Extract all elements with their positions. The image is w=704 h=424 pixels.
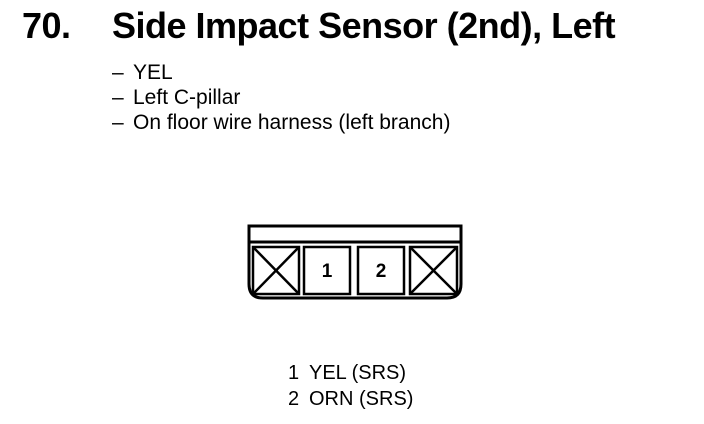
page-title: Side Impact Sensor (2nd), Left	[112, 5, 616, 46]
detail-color: –YEL	[112, 61, 173, 84]
detail-text: Left C-pillar	[133, 86, 241, 109]
pin-description: ORN (SRS)	[309, 388, 414, 410]
blocked-cavity	[251, 245, 301, 296]
connector-housing	[247, 224, 463, 300]
blocked-cavity	[408, 245, 459, 296]
detail-harness: –On floor wire harness (left branch)	[112, 111, 451, 134]
pin-description: YEL (SRS)	[309, 362, 407, 384]
pin-label: 2	[376, 261, 387, 282]
section-heading: 70. Side Impact Sensor (2nd), Left	[0, 6, 704, 48]
pin-label: 1	[322, 261, 333, 282]
pin-assignment: 2 ORN (SRS)	[288, 386, 413, 412]
detail-text: On floor wire harness (left branch)	[133, 111, 451, 134]
pin-number: 2	[288, 388, 300, 410]
pin-assignment-list: 1 YEL (SRS) 2 ORN (SRS)	[288, 360, 413, 412]
connector-details-list: –YEL –Left C-pillar –On floor wire harne…	[112, 60, 450, 135]
detail-location: –Left C-pillar	[112, 86, 241, 109]
pin-cavity-1: 1	[302, 245, 352, 296]
pin-number: 1	[288, 362, 300, 384]
item-number: 70.	[22, 5, 71, 46]
pin-assignment: 1 YEL (SRS)	[288, 360, 413, 386]
pin-cavity-2: 2	[356, 245, 406, 296]
detail-text: YEL	[133, 61, 173, 84]
connector-diagram: 1 2	[247, 224, 463, 300]
